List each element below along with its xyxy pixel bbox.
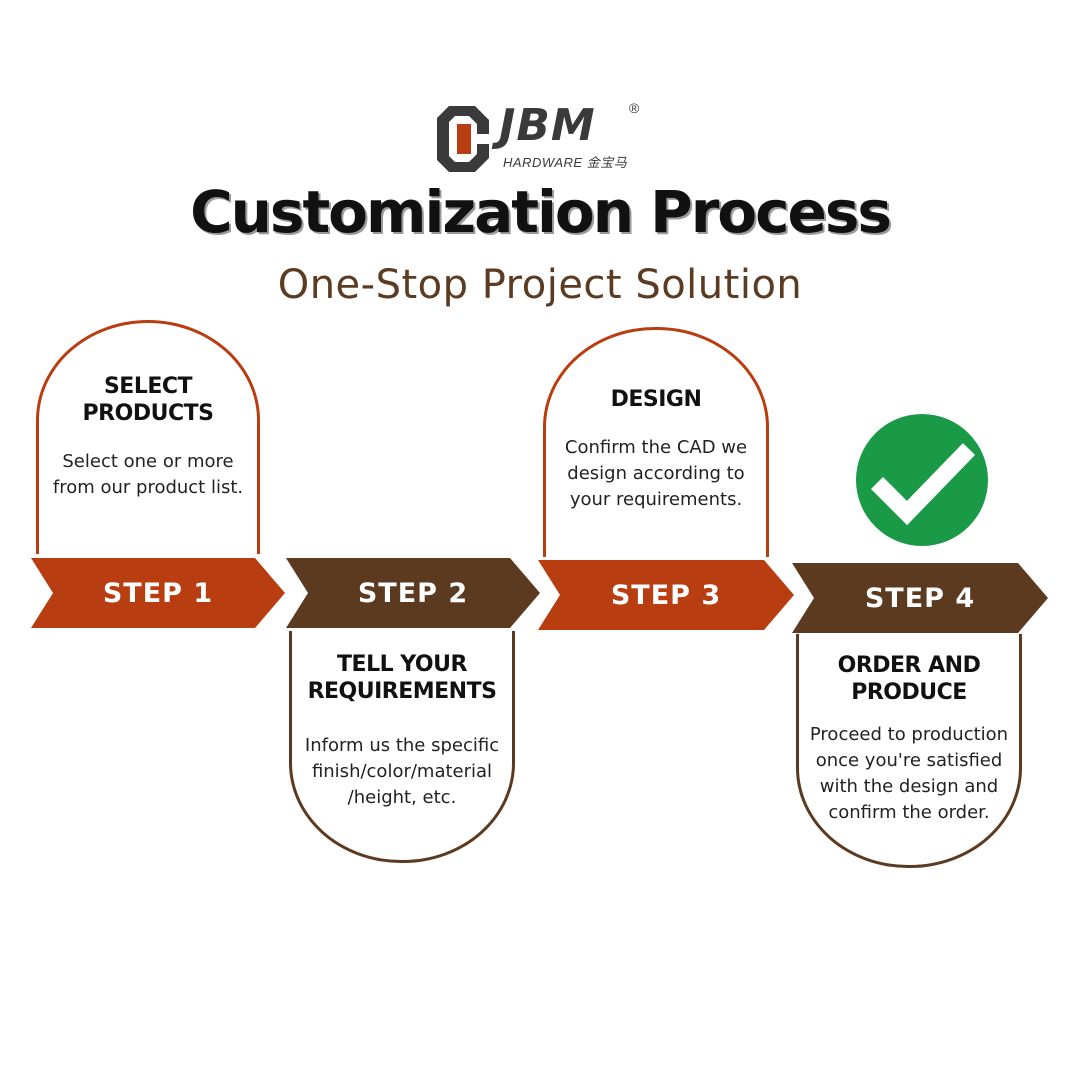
page-title: Customization Process (190, 178, 892, 246)
step-3-heading: DESIGN (610, 387, 702, 412)
step-4-heading: ORDER AND PRODUCE (837, 653, 981, 705)
step-1-card: SELECT PRODUCTS Select one or more from … (36, 320, 260, 554)
page-subtitle: One-Stop Project Solution (277, 262, 803, 308)
step-3-arrow-shape (538, 560, 794, 630)
brand-name: JBM (499, 100, 596, 151)
step-2-arrow-shape (286, 558, 540, 628)
step-4-arrow: STEP 4 (792, 563, 1048, 633)
step-4-description: Proceed to production once you're satisf… (809, 724, 1009, 823)
brand-logo: JBM ® HARDWARE 金宝马 (435, 100, 655, 180)
step-2-label: STEP 2 (357, 577, 469, 609)
step-1-description: Select one or more from our product list… (52, 451, 244, 498)
jbm-logo-icon (437, 106, 489, 172)
step-2-arrow: STEP 2 (286, 558, 540, 628)
step-1-heading: SELECT PRODUCTS (82, 374, 214, 426)
step-3-arrow: STEP 3 (538, 560, 794, 630)
step-4-arrow-shape (792, 563, 1048, 633)
registered-mark: ® (629, 100, 640, 116)
step-1-arrow-shape (31, 558, 285, 628)
brand-tagline: HARDWARE 金宝马 (503, 155, 628, 170)
step-3-card: DESIGN Confirm the CAD we design accordi… (543, 327, 769, 557)
step-1-arrow: STEP 1 (31, 558, 285, 628)
step-1-label: STEP 1 (102, 577, 214, 609)
step-3-description: Confirm the CAD we design according to y… (564, 437, 748, 510)
step-2-description: Inform us the specific finish/color/mate… (304, 735, 500, 808)
step-2-heading: TELL YOUR REQUIREMENTS (307, 652, 497, 704)
step-2-card: TELL YOUR REQUIREMENTS Inform us the spe… (289, 631, 515, 863)
checkmark-circle-icon (856, 414, 988, 546)
step-4-card: ORDER AND PRODUCE Proceed to production … (796, 634, 1022, 868)
step-4-label: STEP 4 (864, 582, 976, 614)
step-3-label: STEP 3 (610, 579, 722, 611)
